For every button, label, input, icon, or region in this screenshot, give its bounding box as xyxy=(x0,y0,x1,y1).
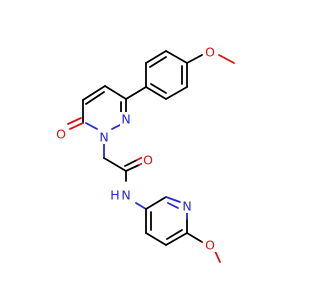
bond xyxy=(124,159,138,167)
bond xyxy=(145,86,167,100)
bond xyxy=(165,196,181,203)
hydrogen-atom-label: H xyxy=(110,188,119,203)
methoxyphenyl-ring xyxy=(125,50,235,100)
oxygen-atom-label: O xyxy=(143,153,153,168)
bond xyxy=(214,250,221,263)
pyridazinone-ring xyxy=(67,85,127,130)
nitrogen-atom-label: N xyxy=(121,188,130,203)
atom-labels: O N N O O N H N O xyxy=(55,45,218,253)
bond xyxy=(186,232,203,243)
methoxypyridine-ring xyxy=(145,196,221,263)
bond xyxy=(69,122,84,130)
bond xyxy=(167,202,179,209)
bond xyxy=(145,196,167,210)
oxygen-atom-label: O xyxy=(205,45,215,60)
nitrogen-atom-label: N xyxy=(99,130,108,145)
nitrogen-atom-label: N xyxy=(182,199,191,214)
bond xyxy=(145,50,167,64)
bond xyxy=(165,232,188,246)
oxygen-atom-label: O xyxy=(56,127,66,142)
bond xyxy=(82,85,106,101)
bond xyxy=(85,91,105,105)
bond xyxy=(150,83,167,94)
bond xyxy=(67,117,82,125)
bond xyxy=(135,202,147,210)
nitrogen-atom-label: N xyxy=(121,112,130,127)
molecule-structure: O N N O O N H N O xyxy=(55,45,235,263)
bond xyxy=(103,157,127,172)
bond xyxy=(218,54,235,64)
bond xyxy=(125,164,140,172)
bond xyxy=(166,229,183,240)
bond xyxy=(149,56,167,68)
bond xyxy=(186,54,203,64)
bond xyxy=(104,85,127,100)
bond xyxy=(165,50,188,64)
oxygen-atom-label: O xyxy=(205,238,215,253)
bond xyxy=(165,86,188,100)
bond xyxy=(85,122,98,130)
bond xyxy=(125,86,147,100)
bond xyxy=(145,232,167,246)
